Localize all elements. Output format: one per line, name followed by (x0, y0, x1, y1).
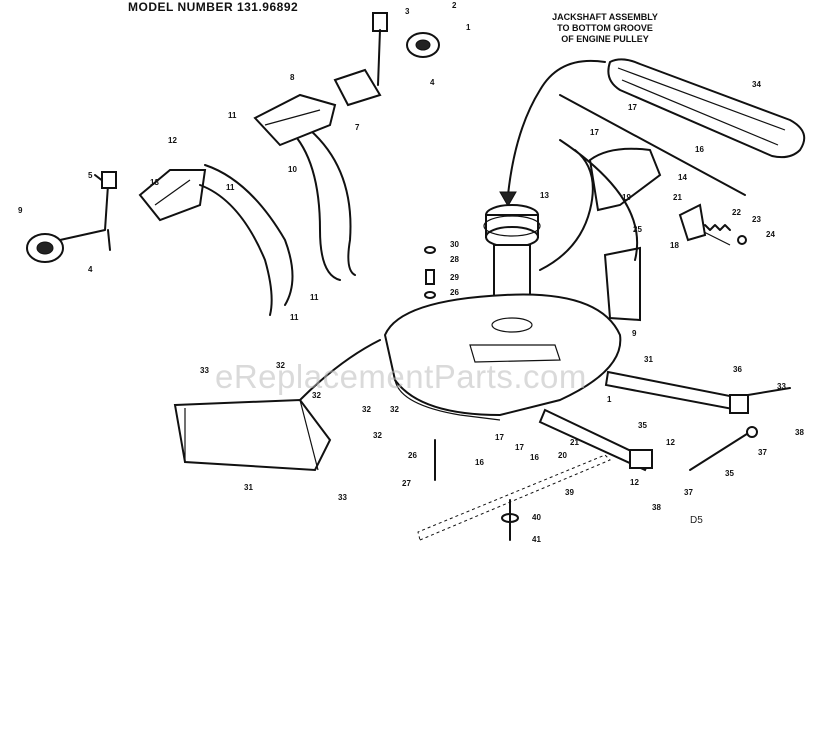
callout-30: 30 (450, 240, 459, 249)
callout-13: 13 (150, 178, 159, 187)
jackshaft-note-line-1: JACKSHAFT ASSEMBLY (552, 12, 658, 22)
callout-4b: 4 (88, 265, 93, 274)
callout-16: 16 (695, 145, 704, 154)
callout-39: 39 (565, 488, 574, 497)
callout-9b: 9 (632, 329, 637, 338)
watermark: eReplacementParts.com (215, 358, 587, 395)
engine-pulley (483, 204, 541, 301)
left-bracket (138, 169, 207, 222)
callout-38b: 38 (652, 503, 661, 512)
callout-1: 1 (466, 23, 471, 32)
callout-14: 14 (678, 173, 687, 182)
spring-hardware (678, 203, 747, 246)
page-code: D5 (690, 515, 703, 526)
callout-1b: 1 (607, 395, 612, 404)
callout-32d: 32 (390, 405, 399, 414)
callout-35b: 35 (725, 469, 734, 478)
jackshaft-note-line-2: TO BOTTOM GROOVE (557, 23, 653, 33)
small-hardware (424, 246, 436, 481)
callout-21: 21 (673, 193, 682, 202)
jackshaft-arrow (499, 59, 606, 208)
callout-28: 28 (450, 255, 459, 264)
callout-32b: 32 (312, 391, 321, 400)
callout-7: 7 (355, 123, 360, 132)
callout-31b: 31 (244, 483, 253, 492)
callout-4: 4 (430, 78, 435, 87)
callout-33c: 33 (338, 493, 347, 502)
callout-11: 11 (228, 111, 237, 120)
callout-21b: 21 (570, 438, 579, 447)
callout-34: 34 (752, 80, 761, 89)
callout-3: 3 (405, 7, 410, 16)
rod (559, 94, 746, 196)
callout-20: 20 (558, 451, 567, 460)
callout-40: 40 (532, 513, 541, 522)
mower-blade (417, 454, 611, 541)
callout-labels: 2 1 3 4 8 11 7 10 12 11 13 5 9 4 11 11 3… (18, 1, 804, 544)
rear-arm (604, 370, 791, 414)
callout-33b: 33 (777, 382, 786, 391)
callout-32c: 32 (362, 405, 371, 414)
callout-17b: 17 (590, 128, 599, 137)
callout-11b: 11 (226, 183, 235, 192)
belt-guard (588, 147, 662, 322)
callout-23: 23 (752, 215, 761, 224)
callout-32e: 32 (373, 431, 382, 440)
callout-29: 29 (450, 273, 459, 282)
callout-17c: 17 (495, 433, 504, 442)
callout-26: 26 (450, 288, 459, 297)
callout-37: 37 (758, 448, 767, 457)
callout-32: 32 (276, 361, 285, 370)
callout-22: 22 (732, 208, 741, 217)
callout-41: 41 (532, 535, 541, 544)
callout-25: 25 (633, 225, 642, 234)
left-wheel-assembly (26, 171, 117, 263)
lift-cables (199, 129, 356, 316)
callout-9: 9 (18, 206, 23, 215)
discharge-chute (173, 339, 381, 472)
callout-12b: 12 (666, 438, 675, 447)
drive-belt (607, 58, 806, 159)
callout-36: 36 (733, 365, 742, 374)
callout-8: 8 (290, 73, 295, 82)
callout-5: 5 (88, 171, 93, 180)
jackshaft-note: JACKSHAFT ASSEMBLY TO BOTTOM GROOVE OF E… (520, 12, 690, 45)
callout-16b: 16 (475, 458, 484, 467)
callout-11d: 11 (290, 313, 299, 322)
model-number-label: MODEL NUMBER 131.96892 (128, 0, 299, 14)
upper-wheel-assembly (333, 12, 440, 107)
callout-33: 33 (200, 366, 209, 375)
callout-35: 35 (638, 421, 647, 430)
callout-11c: 11 (310, 293, 319, 302)
callout-31: 31 (644, 355, 653, 364)
callout-19: 19 (622, 193, 631, 202)
callout-18: 18 (670, 241, 679, 250)
callout-37b: 37 (684, 488, 693, 497)
axle-bolt (689, 431, 751, 471)
front-arm (538, 408, 653, 472)
callout-12: 12 (168, 136, 177, 145)
jackshaft-note-line-3: OF ENGINE PULLEY (561, 34, 649, 44)
callout-16c: 16 (530, 453, 539, 462)
callout-38: 38 (795, 428, 804, 437)
callout-27: 27 (402, 479, 411, 488)
callout-12c: 12 (630, 478, 639, 487)
callout-2: 2 (452, 1, 457, 10)
callout-17: 17 (628, 103, 637, 112)
callout-17d: 17 (515, 443, 524, 452)
mower-deck (383, 293, 622, 421)
callout-13b: 13 (540, 191, 549, 200)
callout-24: 24 (766, 230, 775, 239)
belt-route (539, 139, 639, 271)
callout-26b: 26 (408, 451, 417, 460)
callout-10: 10 (288, 165, 297, 174)
upper-bracket-plate (253, 93, 337, 147)
axle-nut (746, 426, 758, 438)
